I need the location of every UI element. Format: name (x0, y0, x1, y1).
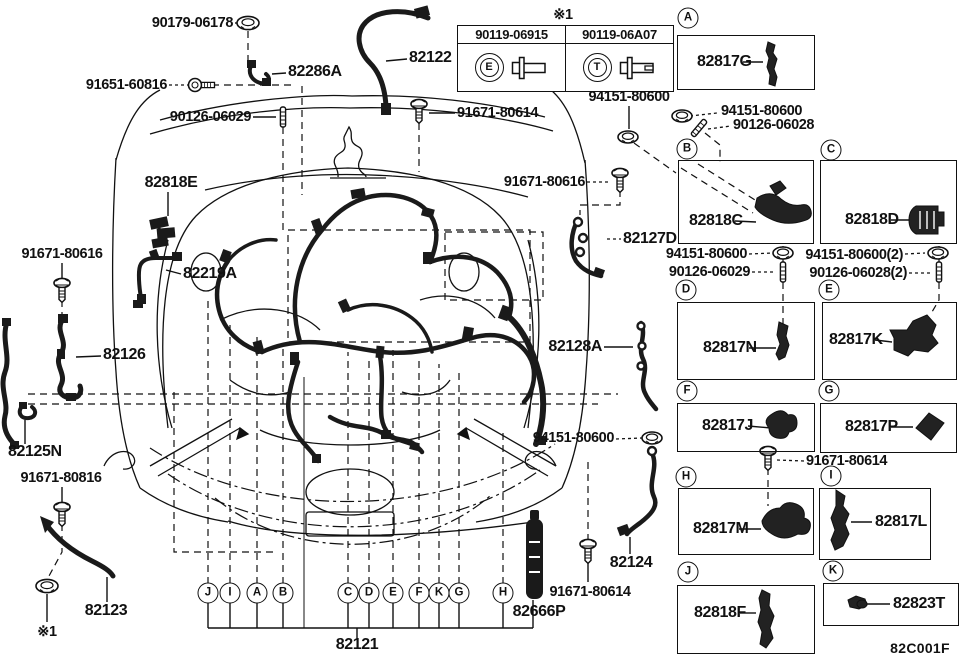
bottom-ref-E: E (382, 582, 404, 604)
detail-ref-K: K (822, 560, 844, 582)
label-part-82818D: 82818D (845, 211, 899, 228)
label-part-82817L: 82817L (875, 513, 927, 530)
harness-connectors (2, 5, 631, 537)
label-91671-80616-right: 91671-80616 (503, 173, 585, 190)
detail-ref-D: D (675, 279, 697, 301)
detail-ref-G: G (818, 380, 840, 402)
detail-ref-F: F (676, 380, 698, 402)
bottom-ref-A: A (246, 582, 268, 604)
fastener-reference-box: 90119-06915 E 90119-06A07 T (457, 25, 674, 92)
detail-box-C (820, 160, 957, 244)
label-82666P: 82666P (512, 603, 566, 620)
detail-ref-E: E (818, 279, 840, 301)
hex-mark-T-icon: T (582, 53, 612, 82)
label-94151-80600-colB: 94151-80600 (665, 245, 747, 262)
bottom-ref-I: I (219, 582, 241, 604)
bottom-ref-H: H (492, 582, 514, 604)
detail-box-I (819, 488, 931, 560)
label-82125N: 82125N (8, 443, 62, 460)
detail-box-J (677, 585, 815, 654)
label-94151-80600-colC: 94151-80600(2) (805, 246, 903, 263)
flange-bolt-profile-icon (619, 56, 654, 79)
bottom-ref-J: J (197, 582, 219, 604)
label-part-82817P: 82817P (845, 418, 898, 435)
label-note1-bottom: ※1 (37, 623, 57, 640)
label-82219A: 82219A (183, 265, 237, 282)
detail-box-E (822, 302, 957, 380)
label-part-82817G: 82817G (697, 53, 752, 70)
label-91671-80614-col: 91671-80614 (806, 452, 888, 469)
detail-ref-H: H (675, 466, 697, 488)
label-part-82817K: 82817K (829, 331, 883, 348)
label-91671-80816: 91671-80816 (20, 469, 102, 486)
ref-cell-T: 90119-06A07 T (565, 26, 673, 91)
detail-ref-J: J (677, 561, 699, 583)
label-90126-06028-colA: 90126-06028 (733, 116, 815, 133)
label-90126-06029-top: 90126-06029 (169, 108, 251, 125)
label-91671-80616-left: 91671-80616 (21, 245, 103, 262)
label-part-82817M: 82817M (693, 520, 749, 537)
detail-part-thumbnails (754, 41, 945, 649)
label-part-82818F: 82818F (694, 604, 746, 621)
label-82122: 82122 (409, 49, 452, 66)
detail-ref-A: A (677, 7, 699, 29)
label-82128A: 82128A (548, 338, 602, 355)
label-90179-06178: 90179-06178 (151, 14, 233, 31)
label-91651-60816: 91651-60816 (85, 76, 167, 93)
label-82121: 82121 (335, 636, 379, 653)
label-94151-80600-colA: 94151-80600 (721, 102, 803, 119)
label-82124: 82124 (609, 554, 653, 571)
detail-box-G (820, 403, 957, 453)
bottom-ref-K: K (428, 582, 450, 604)
main-harness-82121 (214, 192, 547, 464)
label-note1-top: ※1 (553, 6, 573, 23)
label-82818E: 82818E (144, 174, 198, 191)
detail-box-K (823, 583, 959, 626)
detail-ref-B: B (676, 138, 698, 160)
label-94151-80600-mid: 94151-80600 (532, 429, 614, 446)
bumper-lines (149, 443, 556, 545)
flange-bolt-profile-icon (511, 56, 546, 79)
bottom-ref-F: F (408, 582, 430, 604)
label-part-82817J: 82817J (702, 417, 753, 434)
bottom-ref-C: C (337, 582, 359, 604)
ref-cell-E: 90119-06915 E (458, 26, 565, 91)
label-82C001F: 82C001F (890, 640, 950, 656)
label-94151-80600-top: 94151-80600 (588, 88, 670, 105)
dotted-leader-lines (169, 84, 931, 462)
label-part-82817N: 82817N (703, 339, 757, 356)
part-82666P-shape (526, 510, 543, 599)
detail-ref-C: C (820, 139, 842, 161)
label-90126-06029-colB: 90126-06029 (668, 263, 750, 280)
detail-box-H (678, 488, 814, 555)
detail-box-D (677, 302, 815, 380)
label-part-82818C: 82818C (689, 212, 743, 229)
hex-mark-E-icon: E (474, 53, 504, 82)
label-91671-80614-top: 91671-80614 (457, 104, 539, 121)
bottom-ref-D: D (358, 582, 380, 604)
harness-ring-clips (572, 216, 658, 457)
label-part-82823T: 82823T (893, 595, 945, 612)
detail-box-B (678, 160, 814, 244)
label-82286A: 82286A (288, 63, 342, 80)
leader-lines (24, 22, 916, 638)
label-90126-06028-colC: 90126-06028(2) (809, 264, 907, 281)
label-82123: 82123 (84, 602, 128, 619)
detail-ref-I: I (820, 465, 842, 487)
detail-box-F (677, 403, 815, 452)
bottom-ref-B: B (272, 582, 294, 604)
bottom-ref-G: G (448, 582, 470, 604)
label-82126: 82126 (103, 346, 146, 363)
label-91671-80614-bottom: 91671-80614 (549, 583, 631, 600)
car-body-outline (103, 89, 590, 628)
detail-box-A (677, 35, 815, 90)
ref-part-number-E: 90119-06915 (458, 26, 565, 44)
ref-part-number-T: 90119-06A07 (566, 26, 673, 44)
label-82127D: 82127D (623, 230, 677, 247)
